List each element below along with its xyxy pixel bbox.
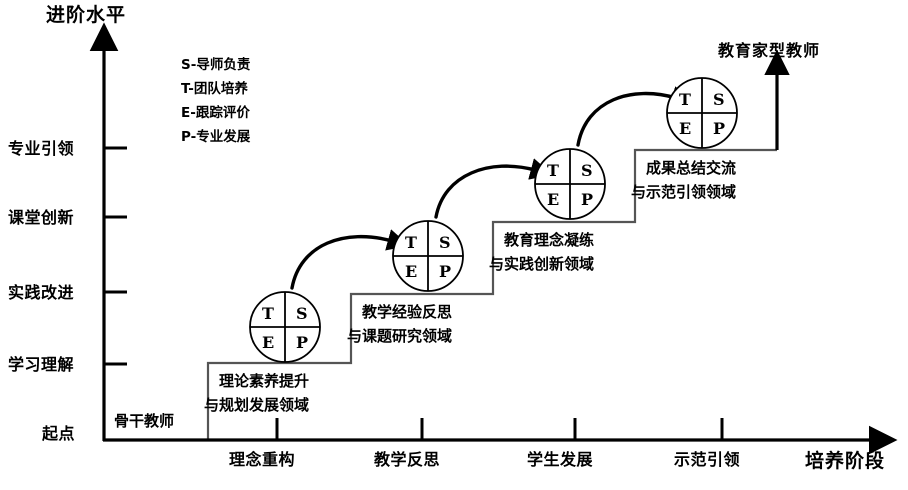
y-tick-label-professional-leadership: 专业引领 <box>8 139 75 158</box>
y-axis-title: 进阶水平 <box>46 4 127 26</box>
legend-item-t: T-团队培养 <box>181 81 248 97</box>
x-tick-label-demonstration-leadership: 示范引领 <box>674 450 741 469</box>
y-tick-label-practice-improvement: 实践改进 <box>8 283 75 302</box>
node-3-letter-tl: T <box>547 161 559 180</box>
node-1-letter-bl: E <box>262 333 275 352</box>
step-label-2-line1: 教学经验反思 <box>362 303 453 321</box>
step-label-3-line1: 教育理念凝练 <box>504 231 595 249</box>
progress-arrow-3 <box>576 86 694 147</box>
node-1-letter-br: P <box>296 333 309 352</box>
progress-arrow-1 <box>290 229 410 290</box>
node-3-letter-tr: S <box>581 161 593 180</box>
start-actor-label: 骨干教师 <box>114 412 175 430</box>
legend-item-s: S-导师负责 <box>181 57 251 73</box>
stage-node-2[interactable] <box>392 220 464 292</box>
goal-label: 教育家型教师 <box>718 41 821 60</box>
node-4-letter-br: P <box>713 119 726 138</box>
x-axis-title: 培养阶段 <box>805 450 886 472</box>
node-2-letter-tr: S <box>439 233 451 252</box>
node-1-letter-tr: S <box>296 304 308 323</box>
node-2-letter-bl: E <box>405 262 418 281</box>
node-3-letter-bl: E <box>547 190 560 209</box>
x-axis <box>103 418 898 455</box>
y-tick-label-learning-understanding: 学习理解 <box>8 355 75 374</box>
origin-label: 起点 <box>42 424 76 443</box>
x-tick-label-student-development: 学生发展 <box>527 450 594 469</box>
stage-node-3[interactable] <box>534 148 606 220</box>
stage-node-1[interactable] <box>249 291 321 363</box>
y-tick-label-classroom-innovation: 课堂创新 <box>8 208 75 227</box>
step-label-4-line2: 与示范引领领域 <box>631 183 737 201</box>
node-3-letter-br: P <box>581 190 594 209</box>
node-2-letter-tl: T <box>405 233 417 252</box>
node-4-letter-tr: S <box>713 90 725 109</box>
step-label-2-line2: 与课题研究领域 <box>347 327 453 345</box>
step-label-4-line1: 成果总结交流 <box>646 159 737 177</box>
node-4-letter-bl: E <box>679 119 692 138</box>
step-label-1-line2: 与规划发展领域 <box>204 396 310 414</box>
step-label-1-line1: 理论素养提升 <box>219 372 310 390</box>
node-4-letter-tl: T <box>679 90 691 109</box>
staircase-path <box>206 148 777 440</box>
progress-arrow-2 <box>434 158 553 219</box>
node-2-letter-br: P <box>439 262 452 281</box>
stage-node-4[interactable] <box>666 77 738 149</box>
legend-item-e: E-跟踪评价 <box>181 105 250 121</box>
x-tick-label-concept-reconstruction: 理念重构 <box>229 450 296 469</box>
y-axis <box>89 22 127 441</box>
step-label-3-line2: 与实践创新领域 <box>489 255 595 273</box>
node-1-letter-tl: T <box>262 304 274 323</box>
legend-item-p: P-专业发展 <box>181 129 251 145</box>
x-tick-label-teaching-reflection: 教学反思 <box>374 450 441 469</box>
